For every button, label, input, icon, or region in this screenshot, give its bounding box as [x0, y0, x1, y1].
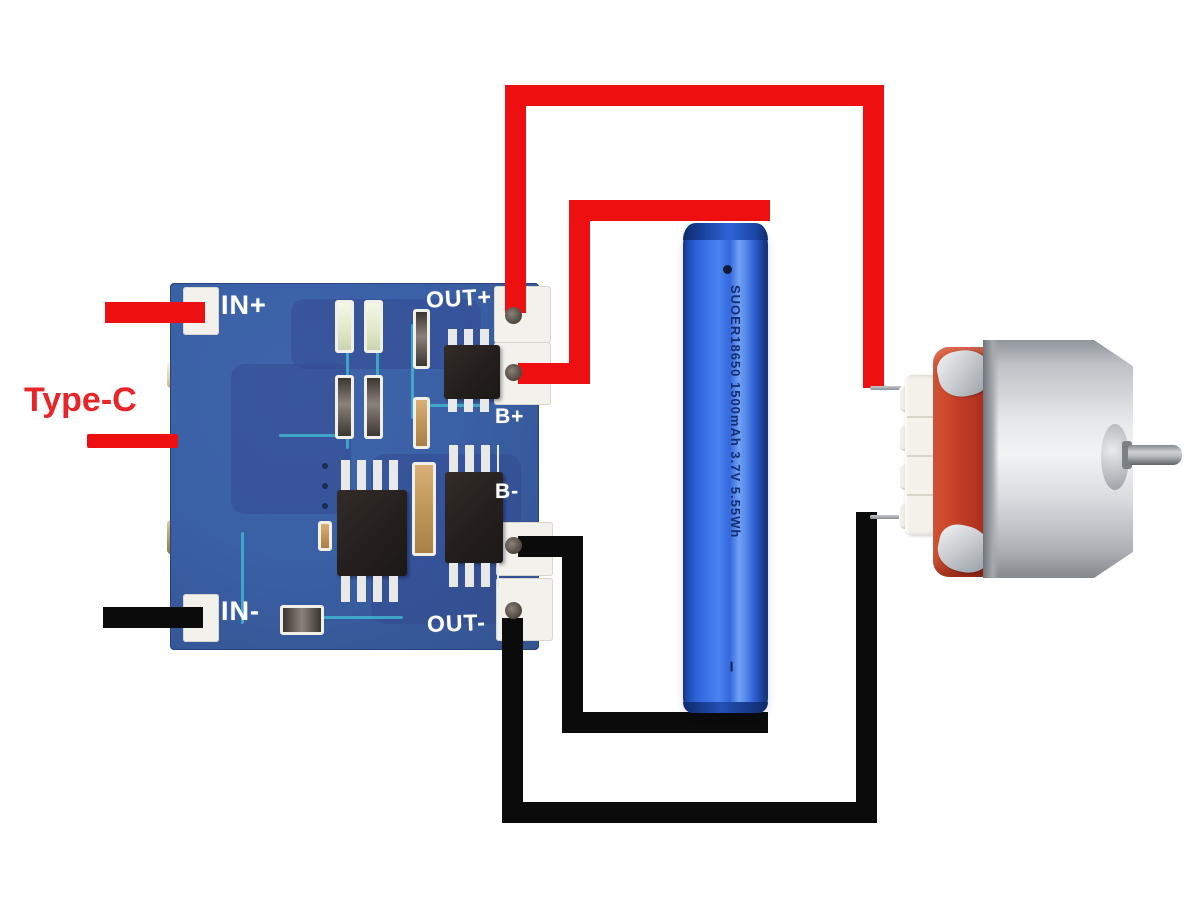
protection-ic [444, 329, 500, 412]
label-b-minus: B- [495, 480, 520, 503]
copper-trace [279, 434, 341, 437]
connector-separator [907, 494, 937, 496]
connector-separator [907, 416, 937, 418]
battery-label: SUOER18650 1500mAh 3.7V 5.55Wh [728, 285, 743, 539]
resistor [335, 375, 354, 439]
type-c-pointer-line [87, 434, 178, 448]
ic-pins [448, 329, 496, 345]
battery-positive-cap [683, 223, 768, 240]
copper-trace [319, 616, 403, 619]
wire-inplus-stub [105, 302, 205, 323]
resistor [364, 375, 383, 439]
label-b-plus: B+ [495, 405, 525, 428]
charger-ic [337, 460, 407, 602]
wire-outplus-to-motor-vertical [863, 85, 884, 388]
hole-out-minus [505, 602, 522, 619]
wire-inminus-stub [103, 607, 203, 628]
hole-b-plus [505, 364, 522, 381]
wire-bplus-vertical [569, 200, 590, 384]
battery-dot-mark [723, 265, 732, 274]
wire-outminus-to-motor-vertical [856, 512, 877, 823]
motor-body [983, 340, 1133, 578]
resistor [413, 309, 430, 369]
ic-pins [341, 576, 403, 602]
resistor [280, 605, 324, 635]
battery-18650: SUOER18650 1500mAh 3.7V 5.55Wh – [683, 223, 768, 713]
label-in-plus: IN+ [221, 290, 267, 320]
tp4056-charging-module: IN+ IN- OUT+ OUT- B+ B- [170, 283, 553, 650]
motor-lead-positive [870, 386, 912, 390]
via-dot [322, 483, 328, 489]
copper-trace [376, 312, 379, 432]
ic-pins [448, 399, 496, 412]
wire-outminus-vertical [502, 618, 523, 823]
capacitor [413, 397, 430, 449]
motor-lead-negative [870, 515, 912, 519]
capacitor [412, 462, 436, 556]
label-in-minus: IN- [221, 596, 260, 626]
motor-body-ring [983, 340, 999, 578]
ic-pins [449, 445, 499, 472]
led-indicator [335, 300, 354, 353]
mosfet-ic [445, 445, 503, 587]
hole-out-plus [505, 307, 522, 324]
motor-shaft [1128, 445, 1182, 465]
dc-motor [856, 336, 1196, 586]
motor-shaft-collar [1122, 441, 1132, 469]
soldermask-patch [231, 364, 351, 514]
connector-separator [907, 455, 937, 457]
wire-outminus-horizontal-bottom [502, 802, 877, 823]
wire-outplus-vertical [505, 85, 526, 313]
copper-trace [241, 532, 244, 624]
type-c-annotation: Type-C [24, 381, 137, 419]
ic-pins [341, 460, 403, 490]
battery-negative-cap [683, 702, 768, 713]
label-out-plus: OUT+ [425, 283, 493, 313]
ic-pins [449, 563, 499, 587]
copper-trace [411, 324, 414, 419]
capacitor [318, 521, 332, 551]
battery-minus-mark: – [721, 661, 743, 673]
wire-bplus-to-battery-horizontal [569, 200, 770, 221]
hole-b-minus [505, 537, 522, 554]
wire-outplus-horizontal-top [505, 85, 884, 106]
via-dot [322, 503, 328, 509]
wire-bminus-vertical [562, 536, 583, 733]
via-dot [322, 463, 328, 469]
led-indicator [364, 300, 383, 353]
wire-bminus-to-battery-horizontal [562, 712, 768, 733]
label-out-minus: OUT- [426, 608, 487, 638]
